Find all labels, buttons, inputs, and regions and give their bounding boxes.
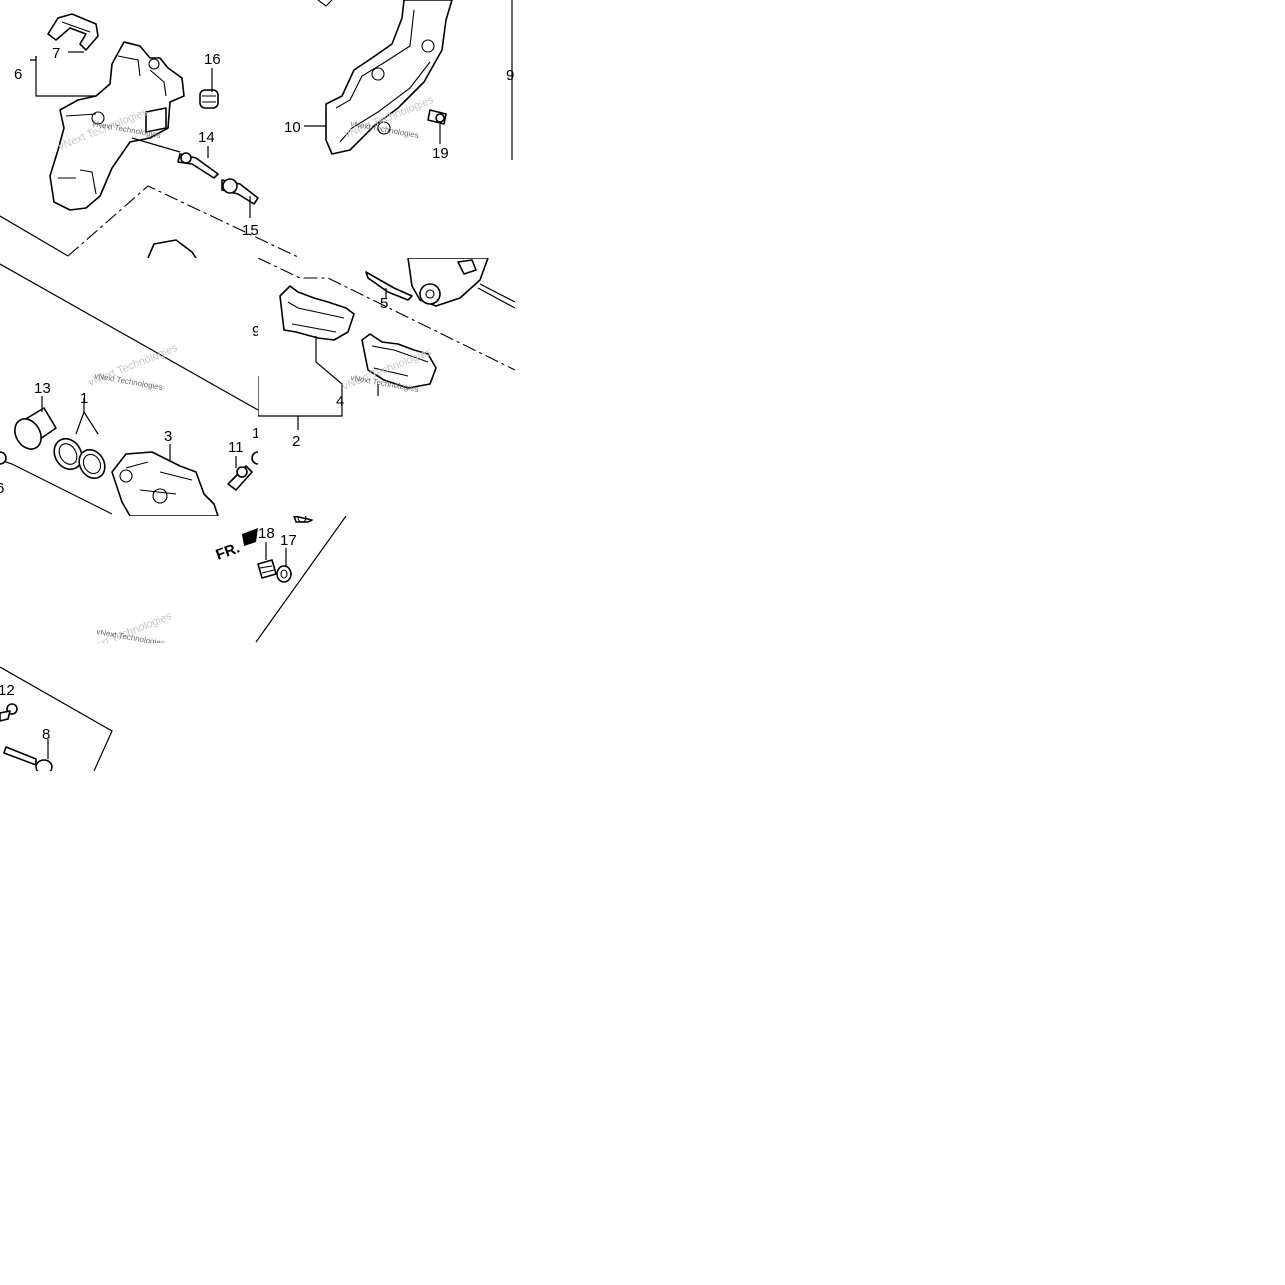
callout-17: 17 bbox=[280, 532, 297, 549]
direction-arrow-icon bbox=[242, 528, 258, 546]
callout-2: 2 bbox=[292, 433, 300, 450]
callout-cut-6: 6 bbox=[0, 480, 4, 497]
callout-13: 13 bbox=[34, 380, 51, 397]
brake-pad-part bbox=[279, 285, 355, 341]
direction-marker: FR. bbox=[214, 540, 243, 564]
watermark: vNext Technologies bbox=[94, 371, 164, 392]
callout-14: 14 bbox=[198, 129, 215, 146]
callout-15: 15 bbox=[242, 222, 259, 239]
caliper-body-part bbox=[111, 451, 219, 516]
callout-16: 16 bbox=[204, 51, 221, 68]
fittings-drawing: FR. 18 17 vNext Technologies vNext Techn… bbox=[81, 516, 348, 643]
callout-3: 3 bbox=[164, 428, 172, 445]
callout-7: 7 bbox=[52, 45, 60, 62]
callout-4: 4 bbox=[336, 393, 344, 410]
pads-drawing: 4 2 5 vNext Technologies vNext Technolog… bbox=[258, 258, 515, 450]
pad-spring-part bbox=[47, 13, 99, 51]
bracket-drawing: 6 7 16 14 15 10 19 9 vNext Technologies … bbox=[0, 0, 514, 258]
tile-bracket: 6 7 16 14 15 10 19 9 vNext Technologies … bbox=[0, 0, 515, 258]
caliper-drawing: 13 1 3 11 1 9 6 vNext Technologies vNext… bbox=[0, 263, 258, 516]
callout-18: 18 bbox=[258, 525, 275, 542]
callout-cut-9: 9 bbox=[252, 323, 258, 340]
watermark-shadow: vNext Technologies bbox=[335, 610, 348, 643]
slide-pin-drawing: 12 8 bbox=[0, 666, 113, 771]
splash-guard-part bbox=[325, 0, 453, 155]
tile-slide-pin: 12 8 bbox=[0, 643, 115, 771]
tile-pads: 4 2 5 vNext Technologies vNext Technolog… bbox=[258, 258, 515, 516]
callout-cut-1: 1 bbox=[252, 425, 258, 442]
callout-12: 12 bbox=[0, 682, 15, 699]
callout-6: 6 bbox=[14, 66, 22, 83]
callout-11: 11 bbox=[228, 439, 244, 456]
caliper-pivot-part bbox=[407, 258, 489, 307]
tile-fittings: FR. 18 17 vNext Technologies vNext Techn… bbox=[0, 516, 348, 643]
callout-10: 10 bbox=[284, 119, 301, 136]
callout-5: 5 bbox=[380, 295, 388, 312]
pad-shim-part bbox=[365, 271, 413, 301]
caliper-bracket-part bbox=[49, 41, 185, 211]
callout-19: 19 bbox=[432, 145, 449, 162]
tile-caliper: 13 1 3 11 1 9 6 vNext Technologies vNext… bbox=[0, 258, 258, 516]
callout-9: 9 bbox=[506, 67, 514, 84]
callout-1: 1 bbox=[80, 390, 88, 407]
callout-8: 8 bbox=[42, 726, 50, 743]
